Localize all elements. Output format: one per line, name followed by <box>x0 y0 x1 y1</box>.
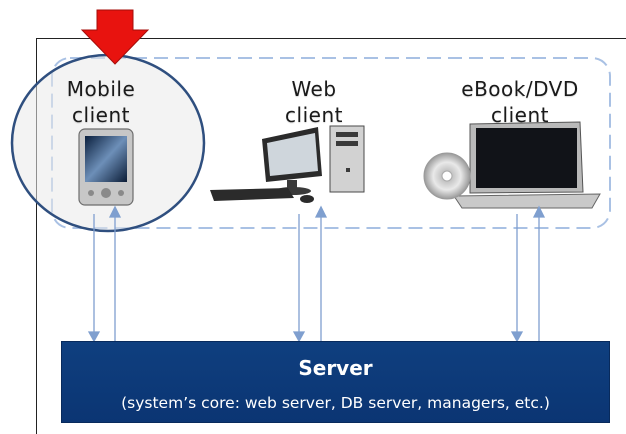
frame-top-line <box>36 38 626 39</box>
client-label-web: Web client <box>259 76 369 128</box>
client-label-ebook: eBook/DVD client <box>440 76 600 128</box>
pda-icon <box>78 128 134 206</box>
client-label-mobile: Mobile client <box>48 76 154 128</box>
client-label-mobile-line1: Mobile <box>66 77 136 101</box>
client-label-ebook-line1: eBook/DVD <box>461 77 579 101</box>
laptop-with-disc-icon <box>423 121 601 209</box>
server-subtitle: (system’s core: web server, DB server, m… <box>121 394 550 412</box>
server-title: Server <box>298 356 373 380</box>
client-label-web-line1: Web <box>291 77 337 101</box>
frame-left-line <box>36 38 37 434</box>
client-label-web-line2: client <box>285 103 343 127</box>
connection-arrows <box>87 205 546 343</box>
client-label-mobile-line2: client <box>72 103 130 127</box>
client-label-ebook-line2: client <box>491 103 549 127</box>
desktop-computer-icon <box>210 125 365 203</box>
server-box: Server (system’s core: web server, DB se… <box>61 341 610 423</box>
red-arrow-icon <box>80 9 150 65</box>
